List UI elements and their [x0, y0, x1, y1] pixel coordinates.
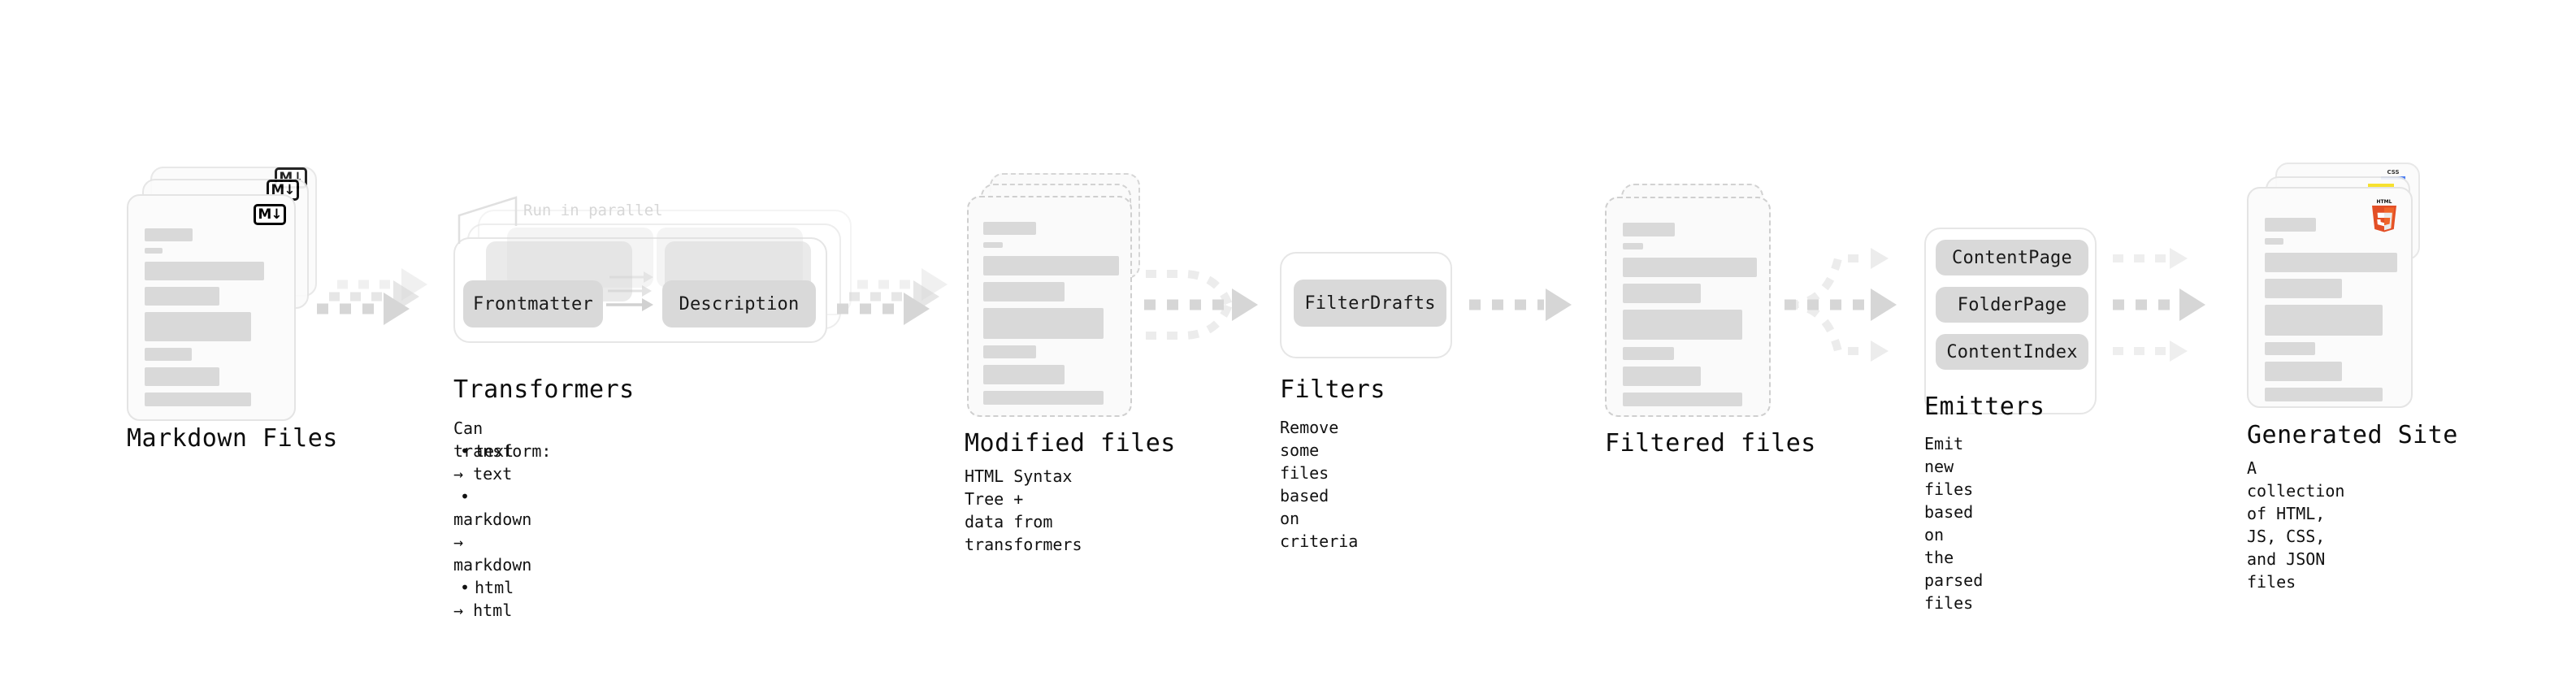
emitter-pill-folderpage[interactable]: FolderPage	[1936, 287, 2088, 323]
skeleton-line	[2265, 279, 2342, 298]
connector-transformers-to-modified	[837, 268, 948, 325]
html5-badge-icon: HTML	[2369, 197, 2400, 232]
skeleton-line	[983, 308, 1104, 339]
skeleton-line	[2265, 342, 2315, 355]
skeleton-line	[145, 262, 264, 280]
connector-markdown-to-transformers	[317, 268, 427, 325]
emitter-pill-contentindex[interactable]: ContentIndex	[1936, 334, 2088, 370]
run-in-parallel-annotation: Run in parallel	[523, 202, 663, 219]
skeleton-line	[1623, 393, 1742, 406]
list-item: text → text	[453, 440, 531, 485]
emitter-pill-contentpage[interactable]: ContentPage	[1936, 240, 2088, 275]
stage-title-transformers: Transformers	[453, 375, 635, 404]
list-item: html → html	[453, 576, 531, 622]
skeleton-line	[145, 348, 192, 361]
stage-title-modified-files: Modified files	[965, 429, 1176, 458]
stage-title-markdown-files: Markdown Files	[127, 424, 338, 453]
generated-file-card-front: HTML	[2247, 187, 2413, 408]
transformers-bullet-list: text → text markdown → markdown html → h…	[453, 440, 531, 622]
skeleton-line	[2265, 388, 2383, 401]
skeleton-line	[983, 242, 1003, 248]
skeleton-line	[2265, 362, 2342, 381]
stage-title-filtered-files: Filtered files	[1605, 429, 1816, 458]
stage-title-emitters: Emitters	[1924, 393, 2045, 421]
skeleton-line	[983, 256, 1119, 275]
skeleton-line	[983, 391, 1104, 405]
filter-pill-filterdrafts[interactable]: FilterDrafts	[1294, 280, 1446, 327]
skeleton-line	[983, 365, 1065, 384]
svg-text:HTML: HTML	[2377, 199, 2392, 205]
css-badge-label: CSS	[2387, 169, 2400, 176]
skeleton-line	[2265, 238, 2283, 245]
skeleton-line	[1623, 284, 1701, 303]
skeleton-line	[1623, 243, 1643, 249]
skeleton-line	[145, 312, 251, 341]
transformer-pill-frontmatter[interactable]: Frontmatter	[463, 280, 603, 327]
skeleton-line	[1623, 347, 1674, 360]
skeleton-line	[1623, 223, 1675, 236]
skeleton-line	[983, 222, 1036, 235]
skeleton-line	[1623, 258, 1757, 277]
skeleton-line	[2265, 253, 2397, 272]
filtered-file-card-front	[1605, 197, 1771, 417]
skeleton-line	[145, 367, 219, 386]
stage-subtitle-modified-files: HTML Syntax Tree + data from transformer…	[965, 466, 1082, 554]
skeleton-line	[145, 248, 163, 254]
skeleton-line	[145, 287, 219, 306]
stage-title-filters: Filters	[1280, 375, 1386, 404]
stage-subtitle-filters: Remove some files based on criteria	[1280, 418, 1359, 551]
markdown-badge-icon: M↓	[254, 204, 286, 225]
skeleton-line	[1623, 367, 1701, 386]
stage-subtitle-generated-site: A collection of HTML, JS, CSS, and JSON …	[2247, 458, 2345, 592]
list-item: markdown → markdown	[453, 485, 531, 576]
stage-subtitle-emitters: Emit new files based on the parsed files	[1924, 434, 1984, 613]
markdown-file-card-front: M↓	[127, 194, 296, 421]
skeleton-line	[983, 282, 1065, 301]
skeleton-line	[2265, 218, 2316, 232]
modified-file-card-front	[967, 196, 1132, 417]
skeleton-line	[145, 228, 193, 241]
skeleton-line	[2265, 305, 2383, 336]
connector-modified-to-filters	[1144, 270, 1258, 340]
connector-filtered-to-emitters	[1785, 248, 1897, 362]
skeleton-line	[1623, 310, 1742, 340]
connector-filters-to-filtered	[1469, 288, 1572, 321]
stage-title-generated-site: Generated Site	[2247, 421, 2458, 449]
skeleton-line	[983, 345, 1036, 358]
skeleton-line	[145, 393, 251, 406]
transformer-pill-description[interactable]: Description	[662, 280, 816, 327]
connector-emitters-to-site	[2113, 248, 2205, 362]
